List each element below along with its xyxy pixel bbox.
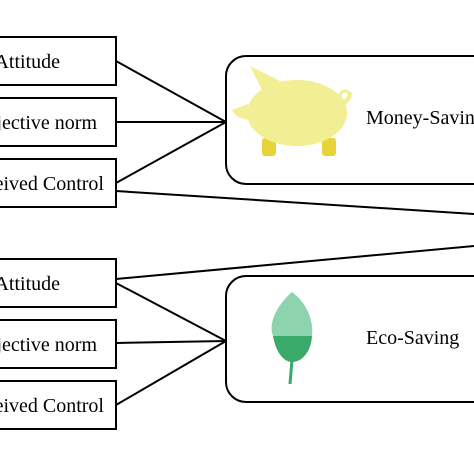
connector-attitude-to-right: [115, 245, 474, 280]
factor-box-money-control: Perceived Control: [0, 158, 117, 208]
connector-eco-attitude: [115, 282, 227, 342]
factor-box-eco-norm: Subjective norm: [0, 319, 117, 369]
factor-label: Subjective norm: [0, 334, 97, 356]
connector-money-attitude: [115, 60, 227, 123]
connector-money-control: [115, 121, 227, 184]
eco-factors: Attitude Subjective norm Perceived Contr…: [0, 258, 117, 430]
money-saving-label: Money-Saving: [366, 107, 474, 129]
factor-label: Attitude: [0, 273, 60, 295]
factor-box-money-attitude: Attitude: [0, 36, 117, 86]
factor-label: Perceived Control: [0, 395, 104, 417]
factor-box-money-norm: Subjective norm: [0, 97, 117, 147]
leaf-icon: [271, 292, 313, 385]
factor-label: Perceived Control: [0, 173, 104, 195]
money-factors: Attitude Subjective norm Perceived Contr…: [0, 36, 117, 208]
connectors: [115, 60, 474, 406]
factor-box-eco-control: Perceived Control: [0, 380, 117, 430]
factor-label: Attitude: [0, 51, 60, 73]
connector-eco-norm: [115, 340, 227, 344]
piggy-bank-icon: [232, 66, 353, 156]
connector-eco-control: [115, 340, 227, 406]
factor-label: Subjective norm: [0, 112, 97, 134]
eco-saving-label: Eco-Saving: [366, 327, 459, 349]
connector-control-to-right: [115, 190, 474, 215]
eco-saving-box: Eco-Saving: [225, 275, 474, 403]
money-saving-box: Money-Saving: [225, 55, 474, 185]
factor-box-eco-attitude: Attitude: [0, 258, 117, 308]
